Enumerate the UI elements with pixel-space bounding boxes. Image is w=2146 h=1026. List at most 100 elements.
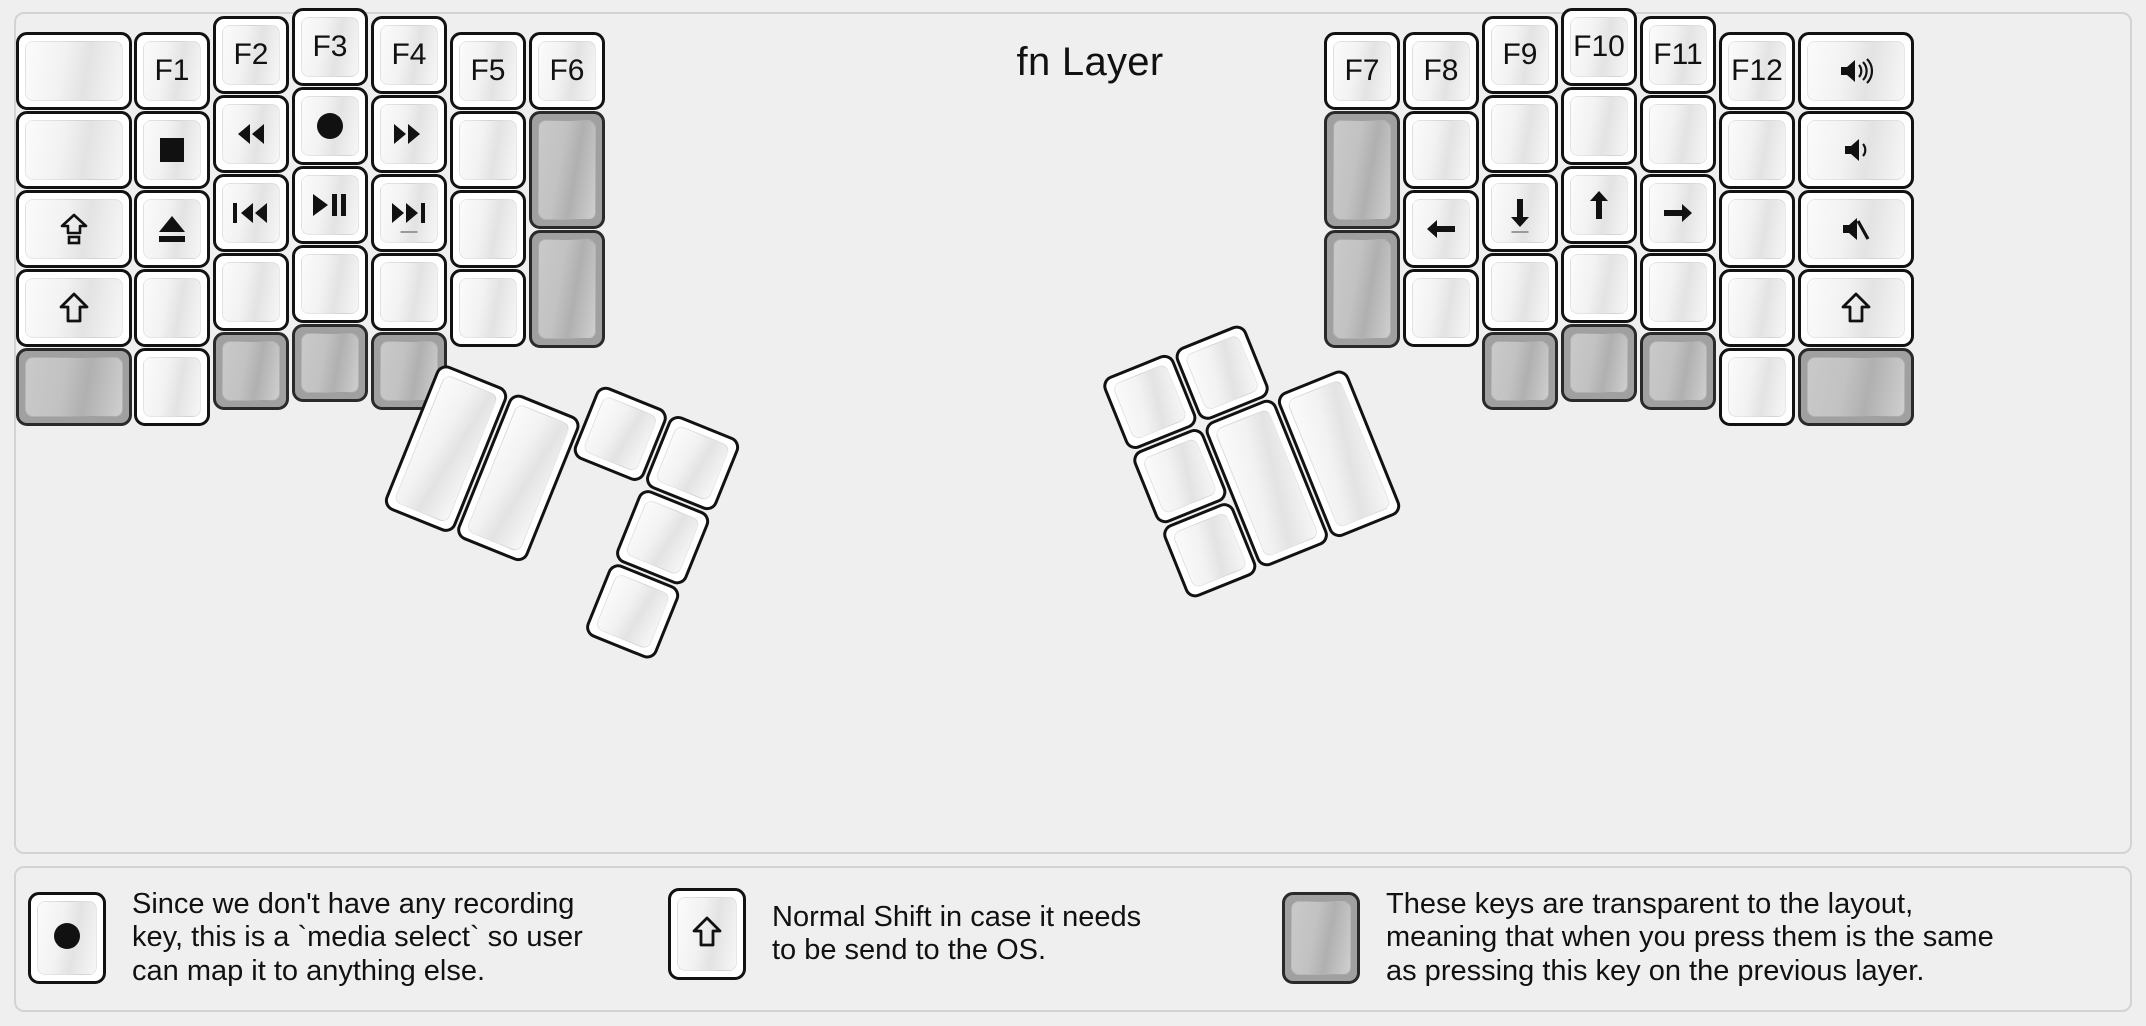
key-cap bbox=[1491, 183, 1549, 243]
caps-lock-icon bbox=[60, 213, 88, 246]
key-cap bbox=[301, 333, 359, 393]
arrow-left-icon bbox=[1425, 216, 1457, 242]
key-right-pinky-4[interactable] bbox=[1640, 332, 1716, 410]
key-fast-forward[interactable] bbox=[371, 95, 447, 173]
key-shift-arrow[interactable] bbox=[1798, 269, 1914, 347]
key-right-middle-1[interactable] bbox=[1482, 95, 1558, 173]
key-left-pinky-outer-4[interactable] bbox=[16, 348, 132, 426]
key-cap bbox=[222, 341, 280, 401]
key-cap bbox=[222, 104, 280, 164]
key-f10[interactable]: F10 bbox=[1561, 8, 1637, 86]
key-rewind[interactable] bbox=[213, 95, 289, 173]
key-next-track[interactable] bbox=[371, 174, 447, 252]
key-right-pinky-outer-3[interactable] bbox=[1719, 269, 1795, 347]
key-cap bbox=[1141, 437, 1218, 515]
key-volume-down[interactable] bbox=[1798, 111, 1914, 189]
key-cap bbox=[1570, 96, 1628, 156]
key-volume-mute[interactable] bbox=[1798, 190, 1914, 268]
key-f2[interactable]: F2 bbox=[213, 16, 289, 94]
key-f8[interactable]: F8 bbox=[1403, 32, 1479, 110]
key-left-middle-4[interactable] bbox=[292, 324, 368, 402]
key-arrow-right[interactable] bbox=[1640, 174, 1716, 252]
key-right-pinky-outer-2[interactable] bbox=[1719, 190, 1795, 268]
key-cap bbox=[143, 199, 201, 259]
key-f4[interactable]: F4 bbox=[371, 16, 447, 94]
key-right-index-1[interactable] bbox=[1403, 111, 1479, 189]
key-cap bbox=[37, 901, 97, 976]
key-right-ring-1[interactable] bbox=[1561, 87, 1637, 165]
key-right-pinky-1[interactable] bbox=[1640, 95, 1716, 173]
key-right-pinky-outer-4[interactable] bbox=[1719, 348, 1795, 426]
key-right-middle-4[interactable] bbox=[1482, 332, 1558, 410]
key-shift-arrow[interactable] bbox=[16, 269, 132, 347]
key-right-ring-3[interactable] bbox=[1561, 245, 1637, 323]
key-left-index-inner-2[interactable] bbox=[450, 190, 526, 268]
key-record[interactable] bbox=[292, 87, 368, 165]
key-arrow-left[interactable] bbox=[1403, 190, 1479, 268]
fast-forward-icon bbox=[391, 122, 427, 146]
key-left-extra-1[interactable] bbox=[529, 111, 605, 229]
key-caps-lock[interactable] bbox=[16, 190, 132, 268]
key-cap bbox=[1491, 104, 1549, 164]
key-cap bbox=[380, 262, 438, 322]
arrow-down-icon bbox=[1507, 197, 1533, 229]
key-left-pinky-outer-1[interactable] bbox=[16, 111, 132, 189]
key-cap bbox=[1807, 278, 1905, 338]
legend-item-1: Since we don't have any recording key, t… bbox=[28, 888, 583, 988]
legend-panel bbox=[14, 866, 2132, 1012]
key-stop[interactable] bbox=[134, 111, 210, 189]
key-left-pinky-outer-0[interactable] bbox=[16, 32, 132, 110]
key-right-index-3[interactable] bbox=[1403, 269, 1479, 347]
next-track-icon bbox=[390, 201, 428, 225]
key-left-index-inner-3[interactable] bbox=[450, 269, 526, 347]
key-cap bbox=[1649, 262, 1707, 322]
key-volume-up[interactable] bbox=[1798, 32, 1914, 110]
key-left-middle-3[interactable] bbox=[292, 245, 368, 323]
key-label: F9 bbox=[1502, 38, 1538, 71]
record-icon bbox=[52, 921, 82, 956]
key-right-index-inner-1[interactable] bbox=[1324, 111, 1400, 229]
key-cap bbox=[1807, 357, 1905, 417]
legend-text-2: Normal Shift in case it needs to be send… bbox=[772, 900, 1142, 966]
key-right-middle-3[interactable] bbox=[1482, 253, 1558, 331]
key-f3[interactable]: F3 bbox=[292, 8, 368, 86]
key-left-pinky-3[interactable] bbox=[134, 269, 210, 347]
key-cap bbox=[143, 278, 201, 338]
key-left-pinky-4[interactable] bbox=[134, 348, 210, 426]
key-f7[interactable]: F7 bbox=[1324, 32, 1400, 110]
key-cap bbox=[594, 572, 671, 651]
key-cap: F4 bbox=[380, 25, 438, 85]
key-left-extra-2[interactable] bbox=[529, 230, 605, 348]
page-title: fn Layer bbox=[1016, 40, 1164, 84]
key-prev-track[interactable] bbox=[213, 174, 289, 252]
key-cap bbox=[538, 239, 596, 339]
key-f11[interactable]: F11 bbox=[1640, 16, 1716, 94]
key-cap bbox=[1111, 363, 1188, 441]
key-cap bbox=[1649, 183, 1707, 243]
key-left-ring-3[interactable] bbox=[213, 253, 289, 331]
key-cap bbox=[222, 183, 280, 243]
key-play-pause[interactable] bbox=[292, 166, 368, 244]
key-f9[interactable]: F9 bbox=[1482, 16, 1558, 94]
key-f1[interactable]: F1 bbox=[134, 32, 210, 110]
shift-arrow-icon bbox=[692, 916, 722, 953]
key-left-index-inner-1[interactable] bbox=[450, 111, 526, 189]
key-left-ring-4[interactable] bbox=[213, 332, 289, 410]
key-right-far-outer-4[interactable] bbox=[1798, 348, 1914, 426]
volume-up-icon bbox=[1839, 57, 1873, 85]
key-eject[interactable] bbox=[134, 190, 210, 268]
key-arrow-down[interactable] bbox=[1482, 174, 1558, 252]
key-right-pinky-outer-1[interactable] bbox=[1719, 111, 1795, 189]
key-arrow-up[interactable] bbox=[1561, 166, 1637, 244]
key-f12[interactable]: F12 bbox=[1719, 32, 1795, 110]
key-right-index-inner-2[interactable] bbox=[1324, 230, 1400, 348]
shift-arrow-icon bbox=[59, 292, 89, 324]
key-cap: F7 bbox=[1333, 41, 1391, 101]
volume-down-icon bbox=[1843, 136, 1869, 164]
key-right-pinky-3[interactable] bbox=[1640, 253, 1716, 331]
key-right-ring-4[interactable] bbox=[1561, 324, 1637, 402]
key-f5[interactable]: F5 bbox=[450, 32, 526, 110]
key-f6[interactable]: F6 bbox=[529, 32, 605, 110]
key-cap bbox=[1570, 333, 1628, 393]
key-left-index-3[interactable] bbox=[371, 253, 447, 331]
